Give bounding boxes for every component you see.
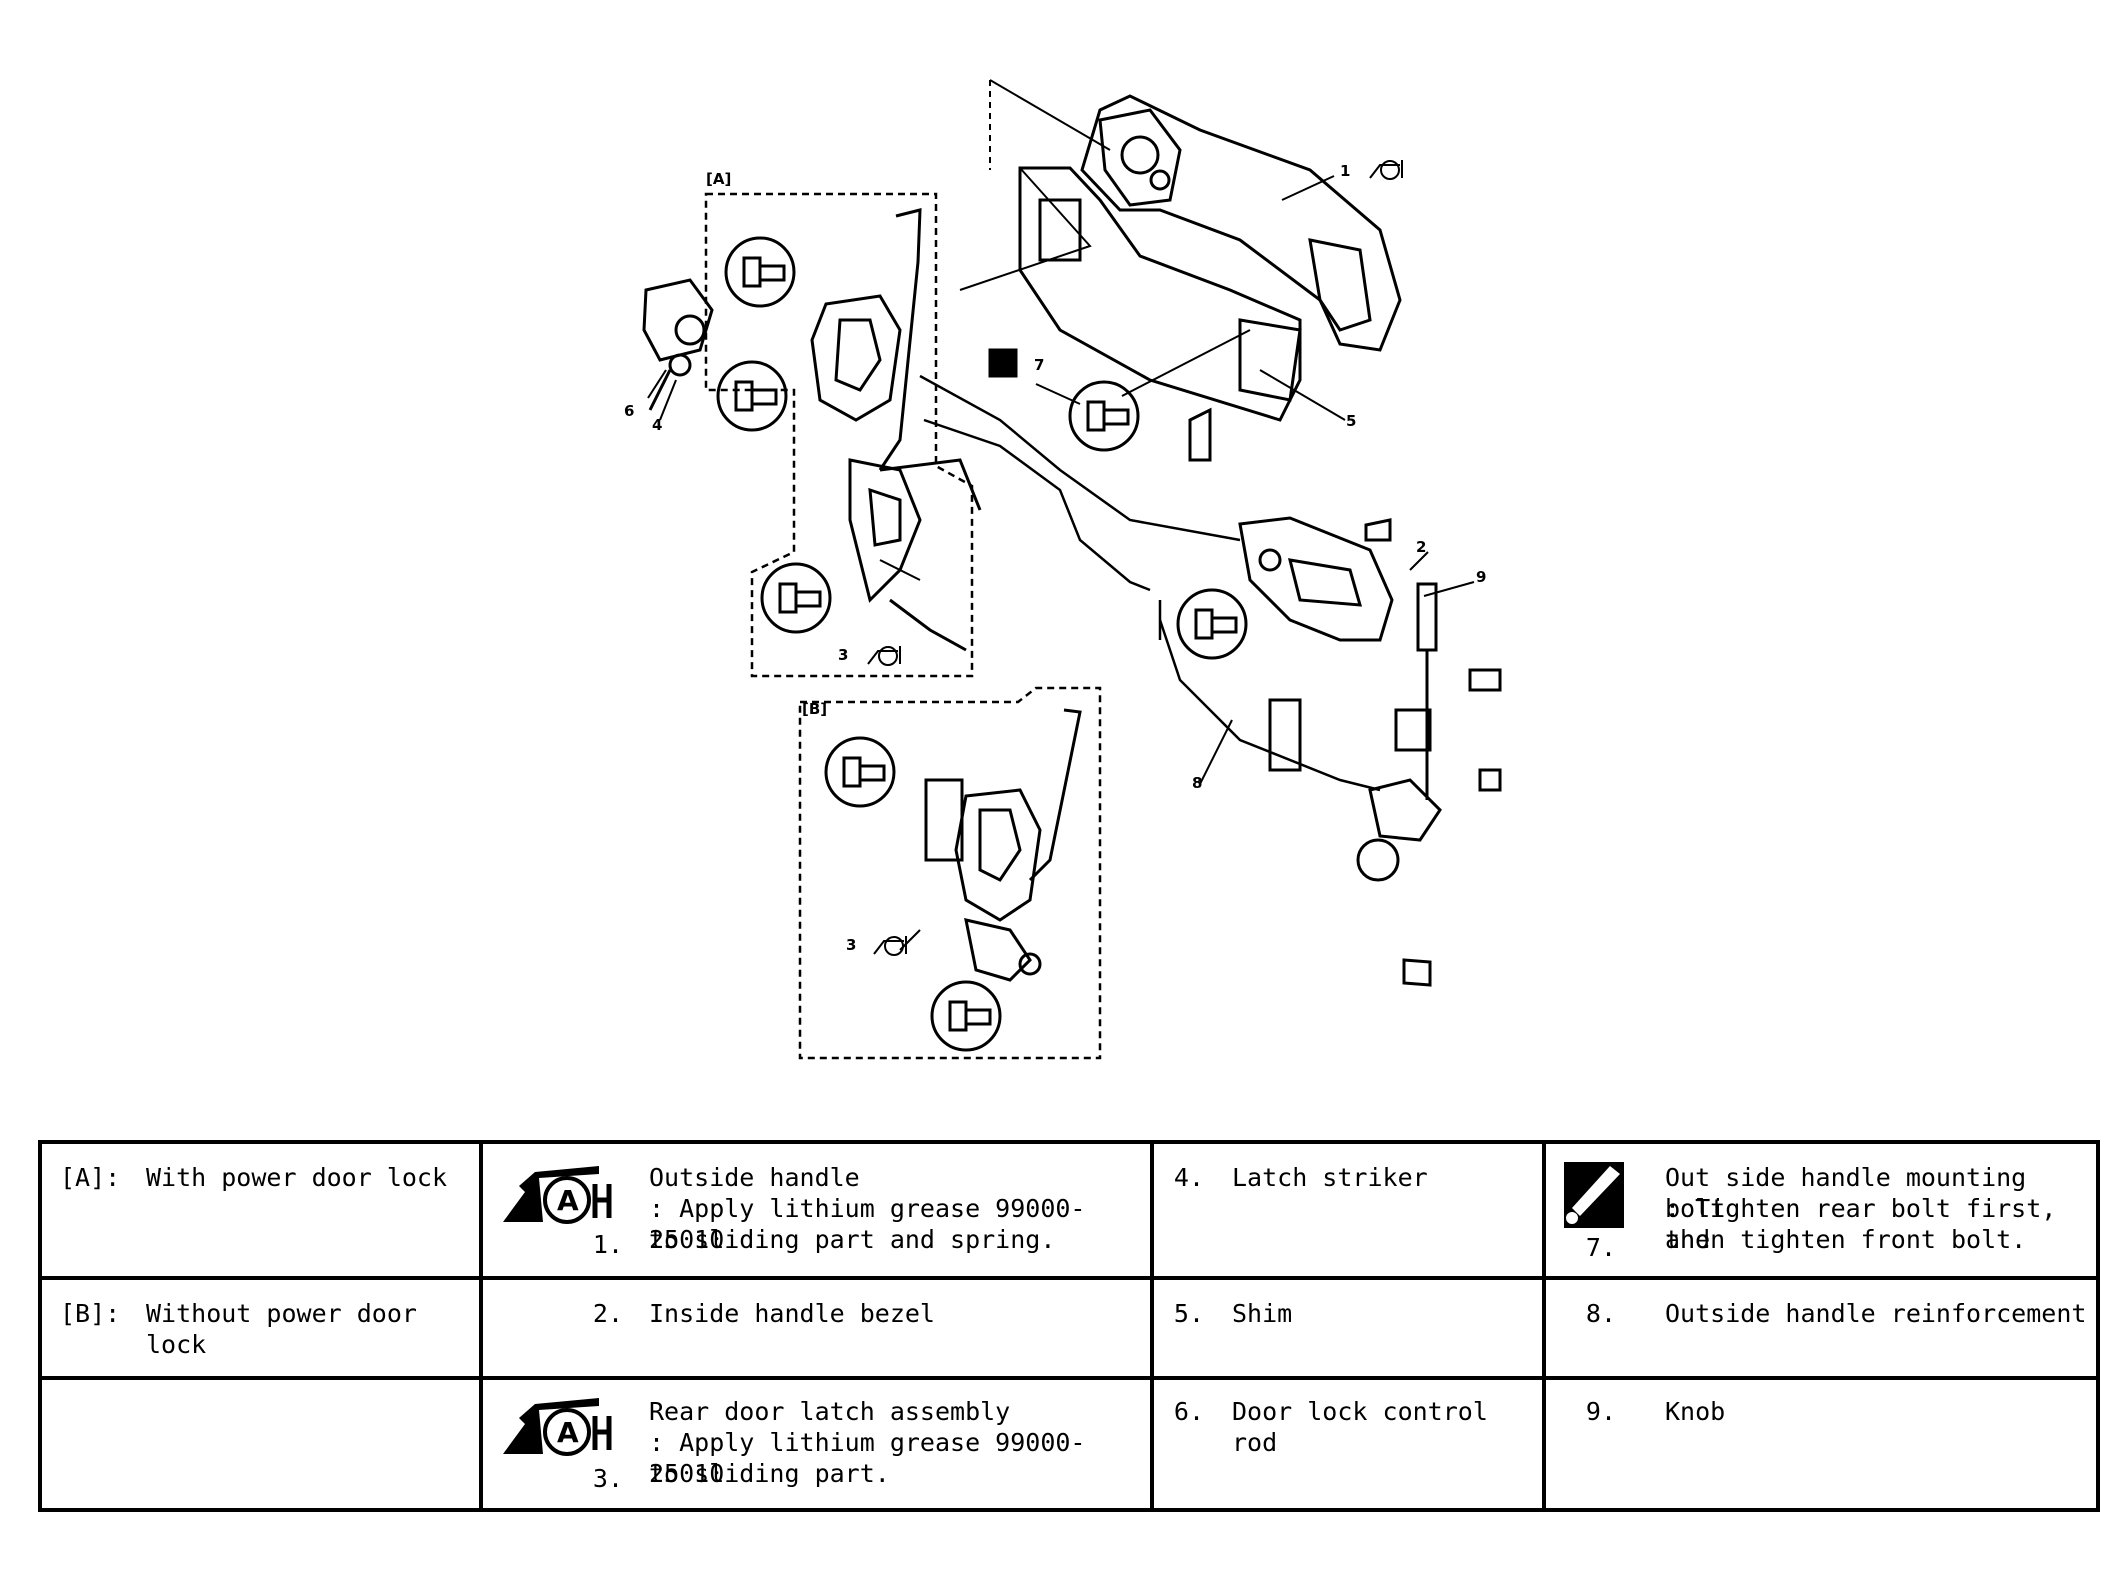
legend-item-title: Rear door latch assembly bbox=[649, 1397, 1011, 1426]
group-b-dashed-outline bbox=[798, 686, 1102, 1060]
legend-item-note: : Tighten rear bolt first, and bbox=[1665, 1194, 2057, 1254]
legend-item-note: : Apply lithium grease 99000-25010 bbox=[649, 1428, 1086, 1488]
inside-handle-bezel-part bbox=[1238, 516, 1394, 642]
legend-key: [B]: bbox=[60, 1299, 121, 1328]
lock-mechanism-part bbox=[1188, 407, 1502, 987]
group-a-dashed-outline bbox=[704, 192, 974, 678]
legend-item-7: 7. Out side handle mounting bolt : Tight… bbox=[1546, 1144, 2100, 1276]
svg-text:A: A bbox=[557, 1416, 579, 1449]
rear-door-latch-with-power-part bbox=[810, 208, 982, 652]
legend-item-title: Door lock control rod bbox=[1232, 1397, 1488, 1457]
svg-text:A: A bbox=[557, 1184, 579, 1217]
legend-item-note: to sliding part. bbox=[649, 1459, 890, 1488]
outside-handle-part bbox=[989, 79, 1402, 352]
callout-4: 4 bbox=[652, 416, 662, 434]
legend-item-title: Latch striker bbox=[1232, 1163, 1428, 1192]
legend-item-note: : Apply lithium grease 99000-25010 bbox=[649, 1194, 1086, 1254]
legend-item-number: 2. bbox=[592, 1299, 623, 1328]
callout-3a: 3 bbox=[838, 646, 848, 664]
legend-text: With power door lock bbox=[146, 1163, 448, 1192]
callout-b: [B] bbox=[802, 700, 827, 718]
knob-part bbox=[1416, 582, 1438, 800]
outside-handle-reinforcement-part bbox=[1018, 166, 1346, 422]
callout-3b: 3 bbox=[846, 936, 856, 954]
legend-item-title: Out side handle mounting bolt bbox=[1665, 1163, 2027, 1223]
callout-1: 1 bbox=[1340, 162, 1350, 180]
latch-striker-part bbox=[642, 278, 714, 411]
callout-7: 7 bbox=[1034, 356, 1044, 374]
legend-divider bbox=[1150, 1144, 1154, 1508]
legend-item-title: Shim bbox=[1232, 1299, 1293, 1328]
legend-divider bbox=[1542, 1144, 1546, 1508]
legend-item-1: A 1. Outside handle : Apply lithium grea… bbox=[483, 1144, 1150, 1276]
legend-item-3: A 3. Rear door latch assembly : Apply li… bbox=[483, 1380, 1150, 1512]
legend-divider bbox=[42, 1376, 2096, 1380]
legend-row-a: [A]: With power door lock bbox=[42, 1144, 479, 1276]
rear-door-latch-without-power-part bbox=[924, 708, 1082, 982]
parts-legend-table: [A]: With power door lock [B]: Without p… bbox=[38, 1140, 2100, 1512]
bolt-detail-circles bbox=[716, 236, 1248, 1052]
callout-5: 5 bbox=[1346, 412, 1356, 430]
legend-item-number: 4. bbox=[1173, 1163, 1204, 1192]
legend-item-4: 4. Latch striker bbox=[1154, 1144, 1542, 1276]
legend-item-title: Outside handle bbox=[649, 1163, 860, 1192]
callout-2: 2 bbox=[1416, 538, 1426, 556]
door-lock-control-rods bbox=[919, 374, 1381, 792]
legend-item-note: to sliding part and spring. bbox=[649, 1225, 1056, 1254]
legend-item-note: then tighten front bolt. bbox=[1665, 1225, 2027, 1254]
legend-text: lock bbox=[146, 1330, 207, 1359]
callout-6: 6 bbox=[624, 402, 634, 420]
legend-key: [A]: bbox=[60, 1163, 121, 1192]
callout-8: 8 bbox=[1192, 774, 1202, 792]
legend-item-2: 2. Inside handle bezel bbox=[483, 1276, 1150, 1376]
grease-icon: A bbox=[503, 1166, 612, 1224]
callout-a: [A] bbox=[706, 170, 731, 188]
legend-divider bbox=[479, 1144, 483, 1508]
legend-item-6: 6. Door lock control rod bbox=[1154, 1380, 1542, 1512]
callout-9: 9 bbox=[1476, 568, 1486, 586]
grease-symbols-diagram bbox=[867, 160, 1403, 956]
legend-item-8: 8. Outside handle reinforcement bbox=[1546, 1276, 2100, 1376]
grease-icon: A bbox=[503, 1398, 612, 1456]
legend-text: Without power door bbox=[146, 1299, 417, 1328]
leader-lines bbox=[647, 167, 1475, 951]
legend-item-number: 3. bbox=[592, 1464, 623, 1493]
tighten-symbol-diagram bbox=[988, 348, 1018, 378]
legend-item-title: Knob bbox=[1665, 1397, 1726, 1426]
legend-item-9: 9. Knob bbox=[1546, 1380, 2100, 1512]
legend-item-number: 7. bbox=[1585, 1233, 1616, 1262]
tighten-icon bbox=[1564, 1162, 1624, 1228]
legend-item-number: 1. bbox=[592, 1230, 623, 1259]
legend-item-number: 9. bbox=[1585, 1397, 1616, 1426]
legend-divider bbox=[42, 1276, 2096, 1280]
legend-item-title: Outside handle reinforcement bbox=[1665, 1299, 2087, 1328]
legend-item-number: 5. bbox=[1173, 1299, 1204, 1328]
legend-item-title: Inside handle bezel bbox=[649, 1299, 935, 1328]
legend-item-5: 5. Shim bbox=[1154, 1276, 1542, 1376]
legend-item-number: 6. bbox=[1173, 1397, 1204, 1426]
legend-row-b: [B]: Without power door lock bbox=[42, 1276, 479, 1376]
legend-item-number: 8. bbox=[1585, 1299, 1616, 1328]
exploded-parts-diagram: [A] [B] 1 2 3 3 4 5 6 7 8 9 bbox=[624, 79, 1502, 1060]
